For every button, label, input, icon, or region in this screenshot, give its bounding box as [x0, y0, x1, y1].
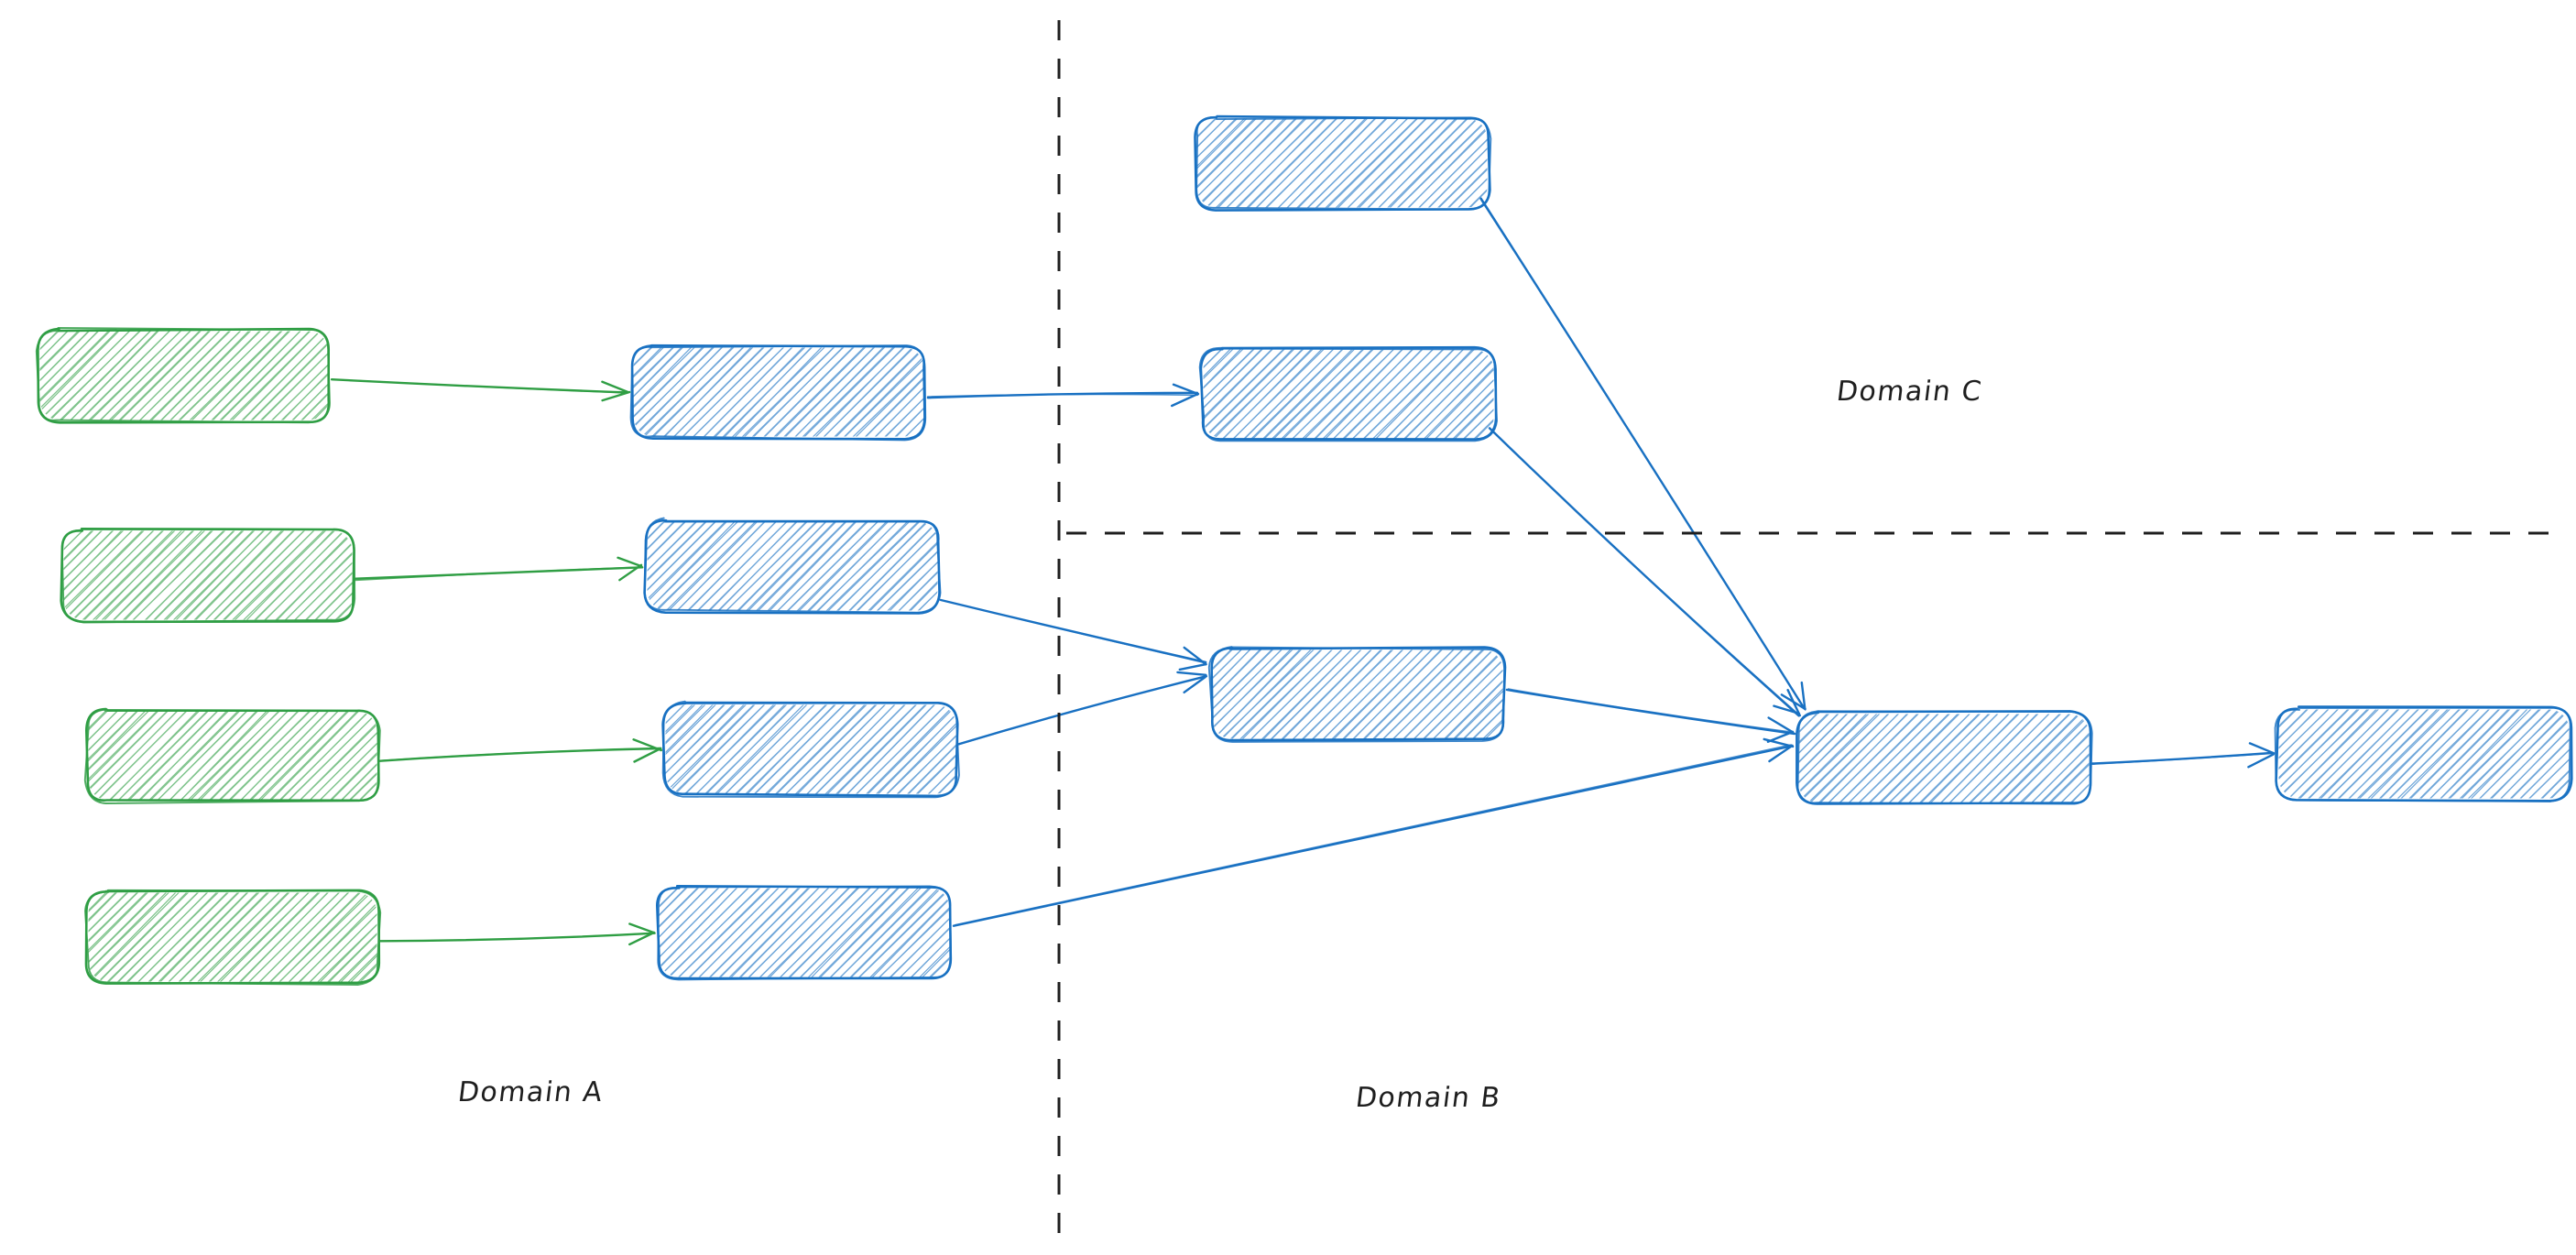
node-box-hub[interactable] — [1697, 710, 2181, 805]
edge-e-c3-hub — [1505, 688, 1796, 743]
edge-e-c2-hub — [1488, 427, 1801, 717]
node-box-c3[interactable] — [1109, 646, 1596, 743]
node-box-a4[interactable] — [0, 889, 472, 986]
edge-e-b2-c3 — [939, 598, 1207, 671]
node-box-b2[interactable] — [545, 517, 1030, 615]
node-box-b3[interactable] — [563, 700, 1048, 799]
edge-e-b1-c2 — [926, 383, 1200, 408]
edge-e-a1-b1 — [330, 378, 631, 402]
edge-e-a3-b3 — [378, 738, 662, 763]
node-box-a3[interactable] — [0, 707, 472, 804]
edge-e-b4-hub — [952, 737, 1795, 927]
edge-e-a2-b2 — [354, 556, 644, 582]
edge-e-c1-hub — [1479, 197, 1806, 711]
node-box-a2[interactable] — [0, 528, 447, 624]
edge-e-hub-terminal — [2090, 742, 2276, 769]
node-box-b1[interactable] — [531, 344, 1016, 442]
node-box-b4[interactable] — [557, 885, 1042, 981]
edge-e-b3-c3 — [957, 671, 1208, 746]
node-box-a1[interactable] — [0, 327, 423, 424]
domain-label-b: Domain B — [1353, 1082, 1503, 1114]
domain-label-c: Domain C — [1834, 376, 1985, 408]
edge-e-a4-b4 — [378, 922, 656, 946]
node-box-c1[interactable] — [1095, 115, 1579, 212]
domain-label-a: Domain A — [455, 1076, 606, 1108]
node-box-terminal[interactable] — [2176, 705, 2576, 802]
node-box-c2[interactable] — [1100, 345, 1586, 442]
